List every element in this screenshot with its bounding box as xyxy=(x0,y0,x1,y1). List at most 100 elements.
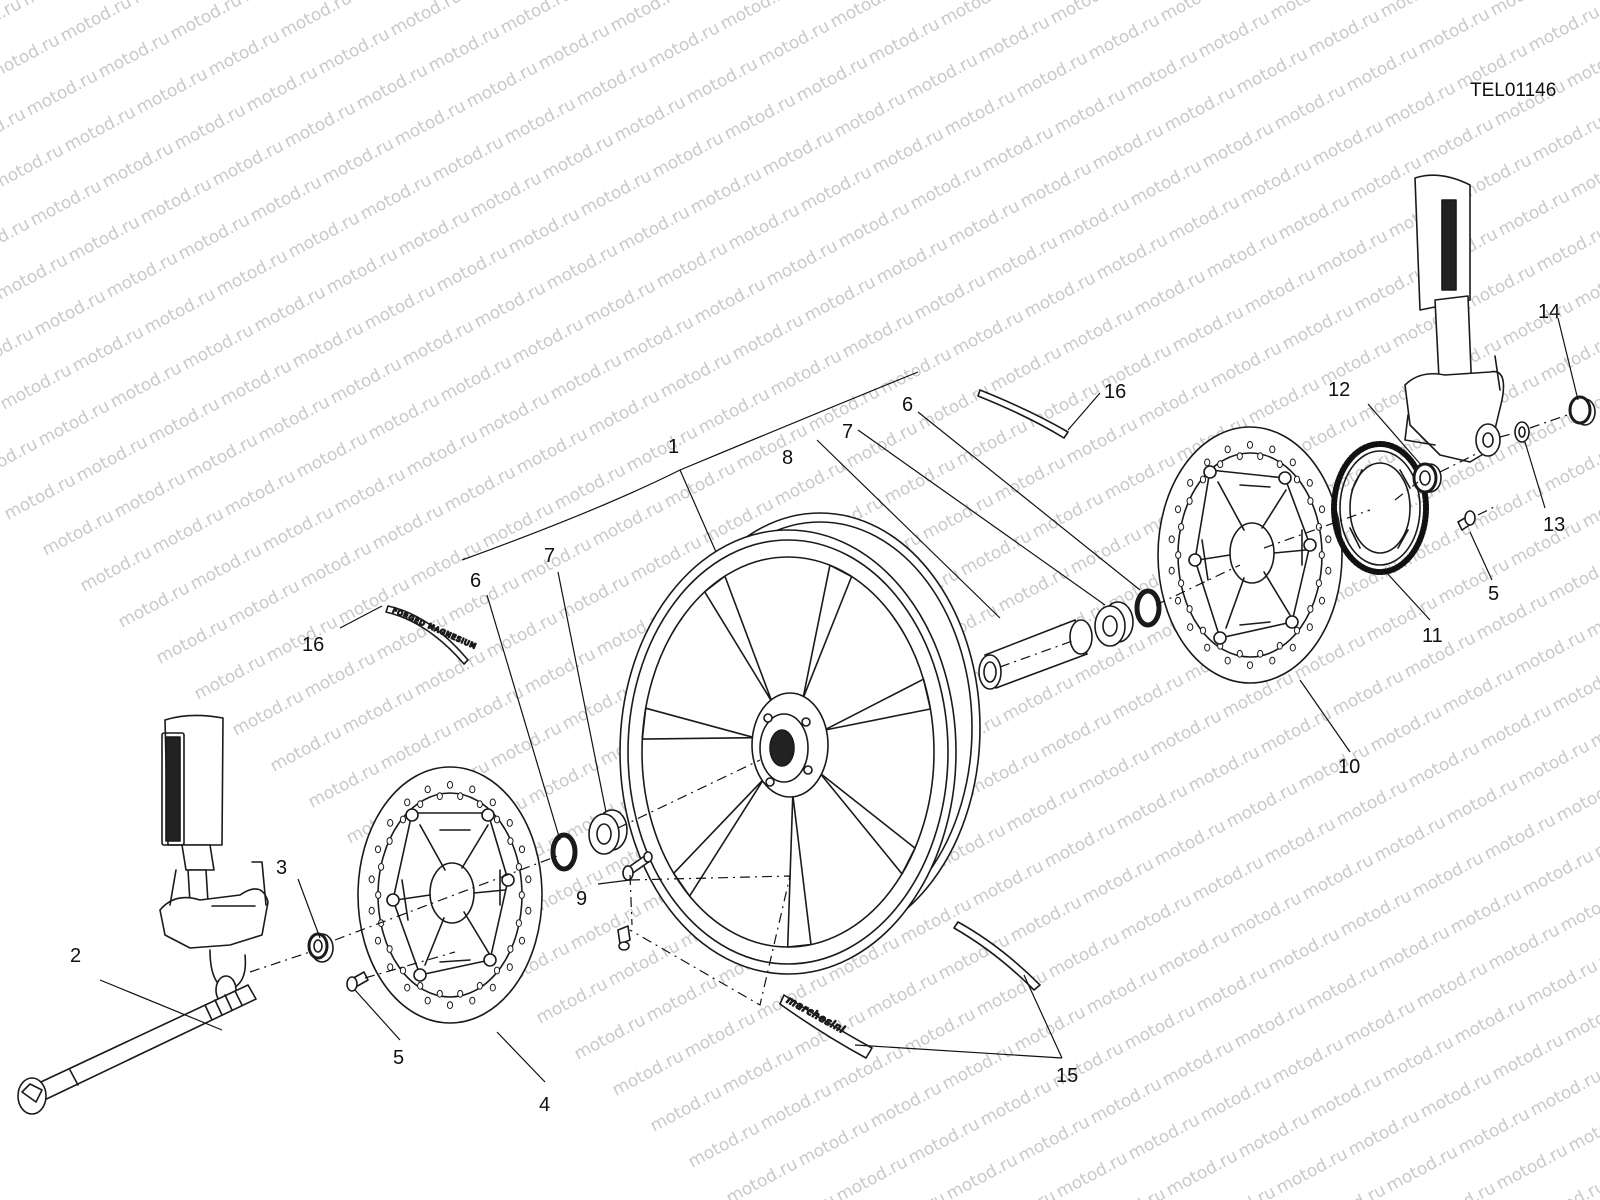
watermark-text: motod.ru xyxy=(361,280,439,334)
watermark-text: motod.ru xyxy=(615,202,693,256)
disc-vent-hole xyxy=(1318,596,1326,605)
disc-vent-hole xyxy=(368,906,375,915)
disc-vent-hole xyxy=(378,863,385,871)
disc-vent-hole xyxy=(1315,579,1323,587)
watermark-text: motod.ru xyxy=(327,354,405,408)
watermark-text: motod.ru xyxy=(1545,552,1600,606)
disc-vent-hole xyxy=(436,989,443,998)
disc-vent-hole xyxy=(446,781,454,789)
watermark-text: motod.ru xyxy=(1079,854,1157,908)
watermark-text: motod.ru xyxy=(145,394,223,448)
watermark-text: motod.ru xyxy=(1379,1032,1457,1086)
callout-12: 12 xyxy=(1328,379,1350,401)
watermark-text: motod.ru xyxy=(1123,46,1201,100)
watermark-text: motod.ru xyxy=(463,58,541,112)
watermark-text: motod.ru xyxy=(365,390,443,444)
disc-vent-hole xyxy=(386,837,393,845)
watermark-text: motod.ru xyxy=(1527,1066,1600,1120)
watermark-text: motod.ru xyxy=(585,386,663,440)
watermark-text: motod.ru xyxy=(305,758,383,812)
callout-10: 10 xyxy=(1338,756,1360,778)
watermark-text: motod.ru xyxy=(1481,810,1559,864)
watermark-text: motod.ru xyxy=(0,0,25,48)
disc-vent-hole xyxy=(1186,497,1193,505)
watermark-text: motod.ru xyxy=(1245,374,1323,428)
watermark-text: motod.ru xyxy=(863,968,941,1022)
watermark-text: motod.ru xyxy=(1261,814,1339,868)
watermark-text: motod.ru xyxy=(411,646,489,700)
watermark-text: motod.ru xyxy=(1275,190,1353,244)
watermark-text: motod.ru xyxy=(611,92,689,146)
watermark-text: motod.ru xyxy=(1487,0,1565,20)
disc-vent-hole xyxy=(1307,605,1314,613)
decal-stripe-15 xyxy=(953,921,1041,991)
disc-vent-hole xyxy=(1293,475,1301,484)
watermark-text: motod.ru xyxy=(907,160,985,214)
callout-14: 14 xyxy=(1538,301,1560,323)
watermark-text: motod.ru xyxy=(571,1010,649,1064)
watermark-text: motod.ru xyxy=(403,426,481,480)
watermark-text: motod.ru xyxy=(619,312,697,366)
disc-vent-hole xyxy=(1236,452,1243,461)
watermark-text: motod.ru xyxy=(533,974,611,1028)
disc-vent-hole xyxy=(1187,623,1194,631)
watermark-text: motod.ru xyxy=(395,206,473,260)
disc-vent-hole xyxy=(1186,605,1193,613)
watermark-text: motod.ru xyxy=(1127,156,1205,210)
watermark-text: motod.ru xyxy=(1223,778,1301,832)
callout-9: 9 xyxy=(576,888,587,910)
watermark-text: motod.ru xyxy=(681,1008,759,1062)
watermark-text: motod.ru xyxy=(1473,590,1551,644)
disc-vent-hole xyxy=(518,891,525,899)
watermark-text: motod.ru xyxy=(881,454,959,508)
disc-vent-hole xyxy=(387,819,394,827)
disc-vent-hole xyxy=(404,983,411,992)
callout-11: 11 xyxy=(1422,625,1443,647)
disc-vent-hole xyxy=(424,996,431,1005)
watermark-text: motod.ru xyxy=(1083,964,1161,1018)
watermark-text: motod.ru xyxy=(221,466,299,520)
watermark-text: motod.ru xyxy=(1025,378,1103,432)
callout-8: 8 xyxy=(782,447,793,469)
watermark-text: motod.ru xyxy=(281,98,359,152)
wheel xyxy=(619,512,981,975)
watermark-text: motod.ru xyxy=(95,28,173,82)
disc-vent-hole xyxy=(368,875,375,884)
watermark-text: motod.ru xyxy=(653,238,731,292)
watermark-text: motod.ru xyxy=(757,1080,835,1134)
watermark-text: motod.ru xyxy=(183,430,261,484)
watermark-text: motod.ru xyxy=(1419,114,1497,168)
watermark-text: motod.ru xyxy=(69,322,147,376)
watermark-text: motod.ru xyxy=(0,214,33,268)
wheel-spoke xyxy=(641,707,756,740)
watermark-text: motod.ru xyxy=(945,196,1023,250)
disc-vent-hole xyxy=(1289,643,1296,652)
disc-vent-hole xyxy=(1289,458,1296,467)
callout-4: 4 xyxy=(539,1094,550,1116)
watermark-text: motod.ru xyxy=(1075,744,1153,798)
watermark-text: motod.ru xyxy=(835,198,913,252)
disc-vent-hole xyxy=(1325,535,1332,544)
watermark-text: motod.ru xyxy=(1309,116,1387,170)
decal-right-arc-16 xyxy=(977,389,1069,439)
watermark-text: motod.ru xyxy=(1007,892,1085,946)
bearing-left xyxy=(588,809,628,855)
watermark-text: motod.ru xyxy=(873,234,951,288)
watermark-text: motod.ru xyxy=(831,88,909,142)
disc-vent-hole xyxy=(506,819,513,827)
watermark-text: motod.ru xyxy=(939,1040,1017,1094)
watermark-text: motod.ru xyxy=(475,388,553,442)
watermark-text: motod.ru xyxy=(943,1150,1021,1200)
disc-vent-hole xyxy=(518,845,526,854)
watermark-text: motod.ru xyxy=(1267,0,1345,24)
watermark-text: motod.ru xyxy=(643,972,721,1026)
watermark-text: motod.ru xyxy=(1231,998,1309,1052)
disc-vent-hole xyxy=(1236,649,1243,658)
disc-vent-hole xyxy=(417,800,424,809)
disc-vent-hole xyxy=(1224,656,1231,665)
watermark-text: motod.ru xyxy=(251,282,329,336)
seal-left xyxy=(550,832,578,872)
watermark-text: motod.ru xyxy=(801,272,879,326)
watermark-text: motod.ru xyxy=(685,1118,763,1172)
